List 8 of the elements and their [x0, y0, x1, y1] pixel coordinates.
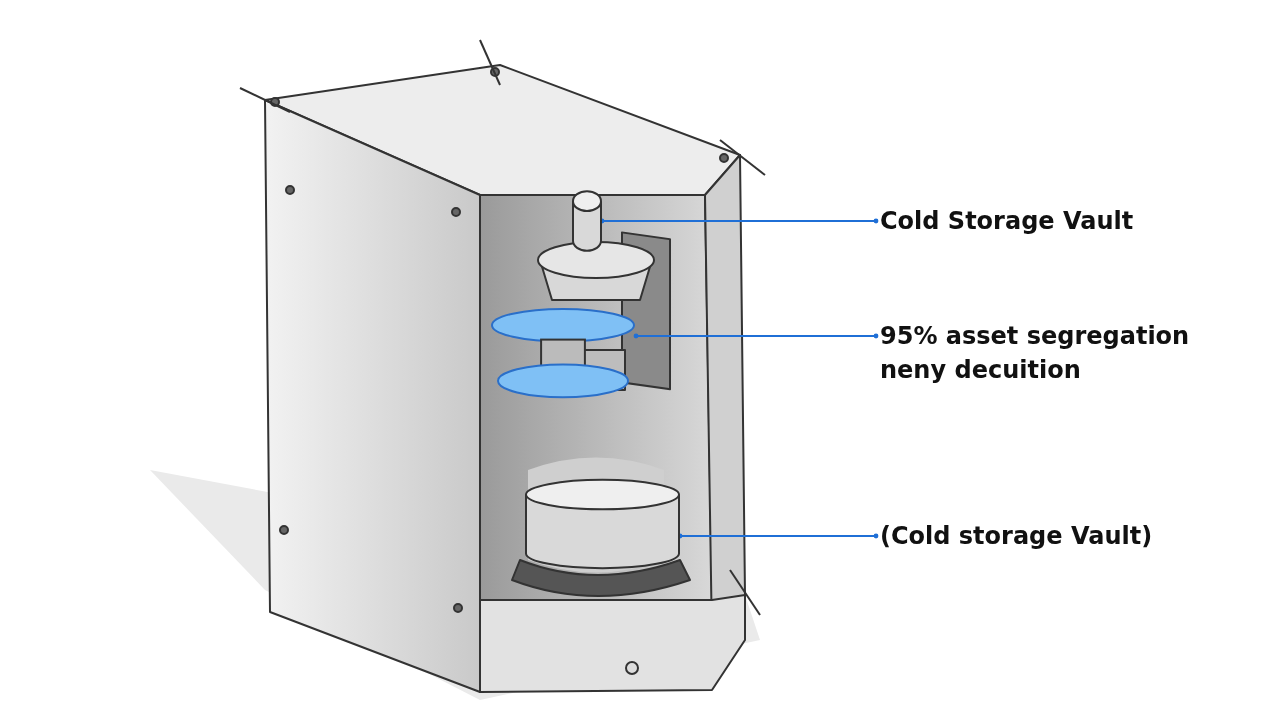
leader-line — [633, 333, 879, 339]
cylinder-part — [525, 478, 680, 570]
callout-label: Cold Storage Vault — [880, 204, 1210, 238]
cylinder-part — [572, 190, 602, 252]
callout-label: 95% asset segregation neny decuition — [880, 319, 1210, 387]
leader-line — [599, 218, 879, 224]
leader-line — [677, 533, 879, 539]
callout-label: (Cold storage Vault) — [880, 519, 1210, 553]
